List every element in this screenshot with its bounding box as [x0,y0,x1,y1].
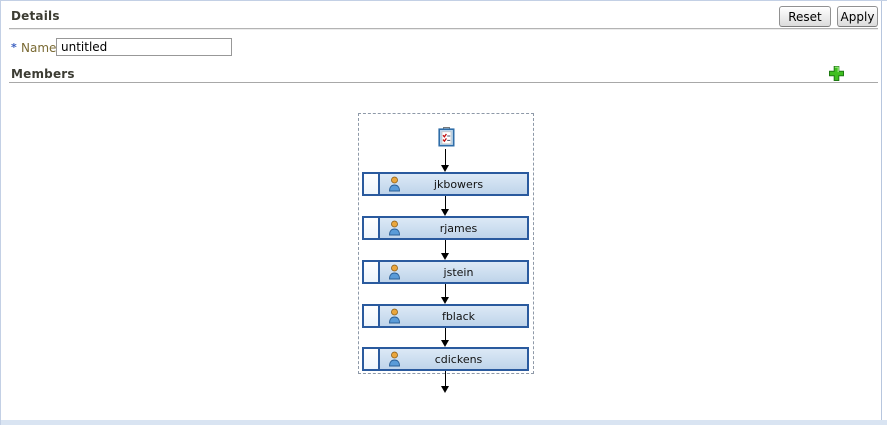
node-handle[interactable] [364,349,380,369]
panel-right-border [881,1,882,425]
flow-arrow-exit [441,371,450,393]
member-name: fblack [441,309,476,323]
panel-header: Details Reset Apply [1,1,882,29]
flow-arrow [441,240,450,260]
member-name: jstein [443,265,474,279]
members-divider [9,82,878,83]
member-node-rjames[interactable]: rjames [362,216,529,240]
add-member-button[interactable] [828,65,845,82]
user-icon [389,351,400,367]
member-name: rjames [439,221,478,235]
required-marker: * [11,41,17,54]
apply-button[interactable]: Apply [837,6,878,27]
member-node-jkbowers[interactable]: jkbowers [362,172,529,196]
page-title: Details [11,9,60,23]
member-node-jstein[interactable]: jstein [362,260,529,284]
user-icon [389,264,400,280]
members-flow-diagram: jkbowers rjames jstein [1,83,882,421]
node-handle[interactable] [364,306,380,326]
member-name: cdickens [434,352,483,366]
flow-arrow [441,149,450,172]
node-handle[interactable] [364,262,380,282]
name-label: Name [21,41,57,55]
task-list-icon[interactable] [438,127,455,147]
node-handle[interactable] [364,218,380,238]
member-name: jkbowers [433,177,484,191]
flow-arrow [441,284,450,304]
flow-arrow [441,196,450,216]
name-input[interactable] [56,38,232,56]
member-node-fblack[interactable]: fblack [362,304,529,328]
green-plus-icon [829,66,844,81]
user-icon [389,220,400,236]
header-divider [9,28,878,29]
user-icon [389,308,400,324]
sequence-group-boundary [358,113,534,374]
members-section-title: Members [11,67,75,81]
flow-arrow [441,328,450,347]
panel-bottom-border [1,420,887,425]
user-icon [389,176,400,192]
member-node-cdickens[interactable]: cdickens [362,347,529,371]
node-handle[interactable] [364,174,380,194]
reset-button[interactable]: Reset [779,6,831,27]
